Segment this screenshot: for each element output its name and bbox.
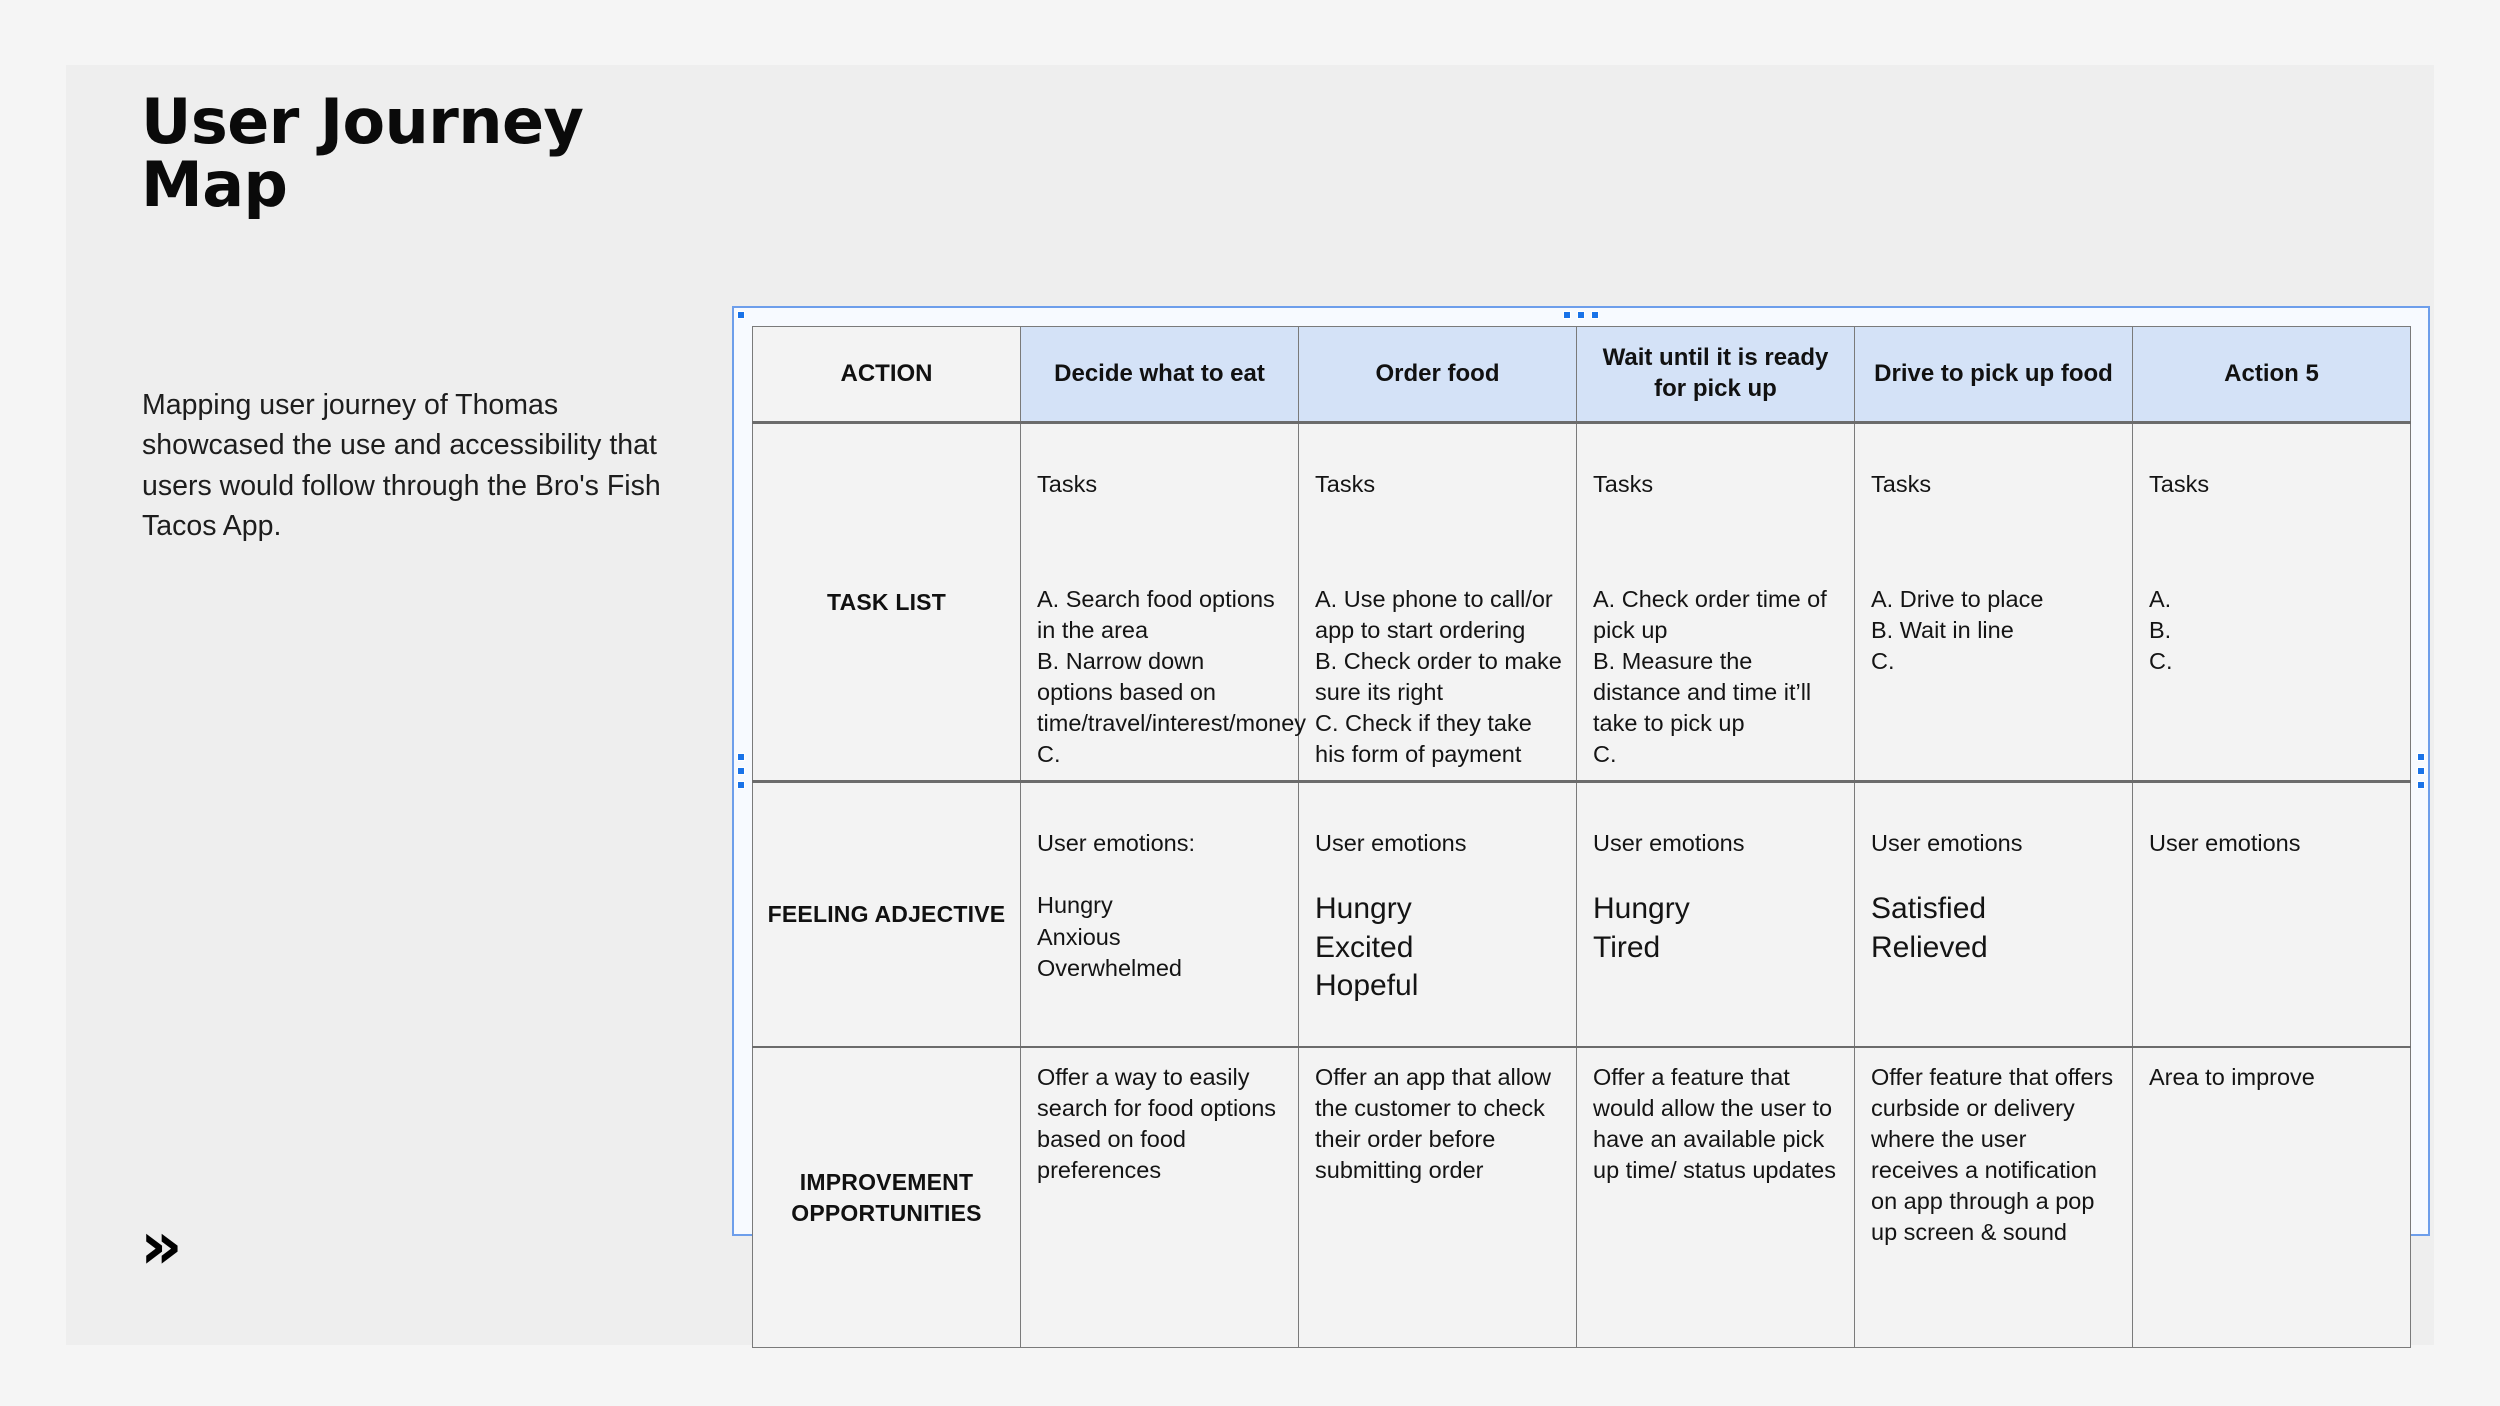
cell-lead: Tasks (1037, 471, 1098, 498)
column-header-step-2[interactable]: Order food (1298, 326, 1577, 424)
cell-body: A. B. C. (2149, 586, 2173, 675)
emotions-list: Hungry Excited Hopeful (1315, 892, 1419, 1002)
cell-improvement-step-2[interactable]: Offer an app that allow the customer to … (1298, 1046, 1577, 1348)
emotions-label: User emotions (1315, 830, 1467, 857)
selection-handle-top-left[interactable] (737, 311, 745, 319)
cell-body: Offer a feature that would allow the use… (1593, 1064, 1836, 1184)
row-label-task-list[interactable]: TASK LIST (752, 421, 1021, 784)
cell-lead: Tasks (1593, 471, 1654, 498)
cell-body: Area to improve (2149, 1064, 2315, 1091)
cell-task-list-step-2[interactable]: Tasks A. Use phone to call/or app to sta… (1298, 421, 1577, 784)
emotions-list: Hungry Anxious Overwhelmed (1037, 892, 1182, 982)
emotions-label: User emotions: (1037, 830, 1196, 857)
row-label-feeling-adjective[interactable]: FEELING ADJECTIVE (752, 781, 1021, 1049)
cell-lead: Tasks (2149, 471, 2210, 498)
emotions-label: User emotions (1871, 830, 2023, 857)
double-chevron-right-icon[interactable]: » (140, 1207, 183, 1284)
table-row-improvement-opportunities: IMPROVEMENT OPPORTUNITIES Offer a way to… (752, 1046, 2411, 1348)
cell-lead: Tasks (1315, 471, 1376, 498)
cell-improvement-step-4[interactable]: Offer feature that offers curbside or de… (1854, 1046, 2133, 1348)
column-header-step-5[interactable]: Action 5 (2132, 326, 2411, 424)
table-row-feeling-adjective: FEELING ADJECTIVE User emotions: Hungry … (752, 781, 2411, 1049)
row-label-improvement-opportunities[interactable]: IMPROVEMENT OPPORTUNITIES (752, 1046, 1021, 1348)
cell-body: A. Search food options in the area B. Na… (1037, 586, 1307, 768)
cell-body: A. Check order time of pick up B. Measur… (1593, 586, 1827, 768)
cell-feeling-step-4[interactable]: User emotions Satisfied Relieved (1854, 781, 2133, 1049)
emotions-label: User emotions (1593, 830, 1745, 857)
cell-task-list-step-4[interactable]: Tasks A. Drive to place B. Wait in line … (1854, 421, 2133, 784)
cell-improvement-step-1[interactable]: Offer a way to easily search for food op… (1020, 1046, 1299, 1348)
cell-feeling-step-2[interactable]: User emotions Hungry Excited Hopeful (1298, 781, 1577, 1049)
user-journey-map-table[interactable]: ACTION Decide what to eat Order food Wai… (752, 326, 2411, 1348)
emotions-label: User emotions (2149, 830, 2301, 857)
selection-handle-top-center[interactable] (1563, 311, 1599, 319)
cell-improvement-step-5[interactable]: Area to improve (2132, 1046, 2411, 1348)
selection-handle-middle-left[interactable] (737, 753, 745, 789)
table-row-task-list: TASK LIST Tasks A. Search food options i… (752, 421, 2411, 784)
column-header-step-3[interactable]: Wait until it is ready for pick up (1576, 326, 1855, 424)
cell-body: Offer a way to easily search for food op… (1037, 1064, 1277, 1184)
slide-canvas: User Journey Map Mapping user journey of… (66, 65, 2434, 1348)
cell-body: A. Drive to place B. Wait in line C. (1871, 586, 2044, 675)
column-header-step-4[interactable]: Drive to pick up food (1854, 326, 2133, 424)
intro-paragraph: Mapping user journey of Thomas showcased… (142, 389, 661, 543)
emotions-list: Satisfied Relieved (1871, 892, 1988, 964)
page-title: User Journey Map (141, 85, 584, 222)
cell-feeling-step-5[interactable]: User emotions (2132, 781, 2411, 1049)
cell-feeling-step-1[interactable]: User emotions: Hungry Anxious Overwhelme… (1020, 781, 1299, 1049)
cell-improvement-step-3[interactable]: Offer a feature that would allow the use… (1576, 1046, 1855, 1348)
column-header-action[interactable]: ACTION (752, 326, 1021, 424)
cell-task-list-step-5[interactable]: Tasks A. B. C. (2132, 421, 2411, 784)
cell-lead: Tasks (1871, 471, 1932, 498)
cell-body: Offer an app that allow the customer to … (1315, 1064, 1552, 1184)
column-header-step-1[interactable]: Decide what to eat (1020, 326, 1299, 424)
table-header-row: ACTION Decide what to eat Order food Wai… (752, 326, 2411, 424)
emotions-list: Hungry Tired (1593, 892, 1690, 964)
cell-body: Offer feature that offers curbside or de… (1871, 1064, 2114, 1246)
cell-body: A. Use phone to call/or app to start ord… (1315, 586, 1562, 768)
selection-handle-middle-right[interactable] (2417, 753, 2425, 789)
cell-task-list-step-3[interactable]: Tasks A. Check order time of pick up B. … (1576, 421, 1855, 784)
cell-task-list-step-1[interactable]: Tasks A. Search food options in the area… (1020, 421, 1306, 784)
cell-feeling-step-3[interactable]: User emotions Hungry Tired (1576, 781, 1855, 1049)
